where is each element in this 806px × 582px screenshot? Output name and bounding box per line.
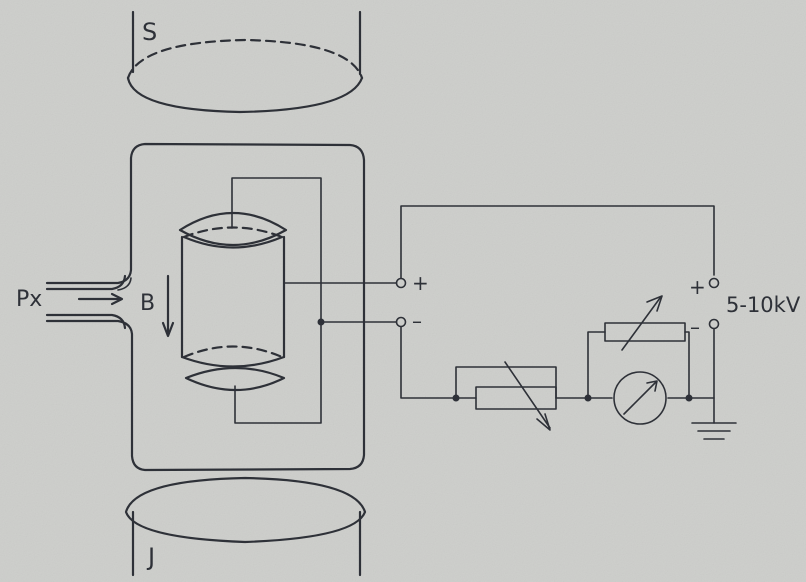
- supply-terminal-plus: [708, 277, 720, 289]
- terminal-label-minus: –: [412, 309, 422, 333]
- meter-adjust-resistor: [587, 295, 690, 399]
- pole-label-bottom: J: [146, 543, 155, 571]
- variable-resistor: [455, 361, 557, 431]
- supply-label-plus: +: [689, 275, 706, 299]
- galvanometer: [613, 371, 667, 425]
- vacuum-chamber: [45, 142, 366, 472]
- field-arrow: [161, 274, 175, 338]
- magnet-pole-top: [126, 10, 364, 114]
- cylindrical-electrode: [178, 212, 288, 392]
- supply-label-minus: –: [690, 315, 700, 339]
- supply-voltage-label: 5-10kV: [726, 293, 801, 317]
- ground-symbol: [691, 397, 737, 440]
- inlet-flow-arrow: [77, 292, 124, 306]
- pressure-label: Px: [16, 287, 42, 312]
- pole-label-top: S: [142, 18, 157, 46]
- magnet-pole-bottom: [124, 476, 367, 577]
- chamber-wiring: [231, 177, 397, 424]
- terminal-label-plus: +: [412, 271, 429, 295]
- field-label: B: [140, 291, 155, 316]
- supply-terminal-minus: [708, 318, 720, 330]
